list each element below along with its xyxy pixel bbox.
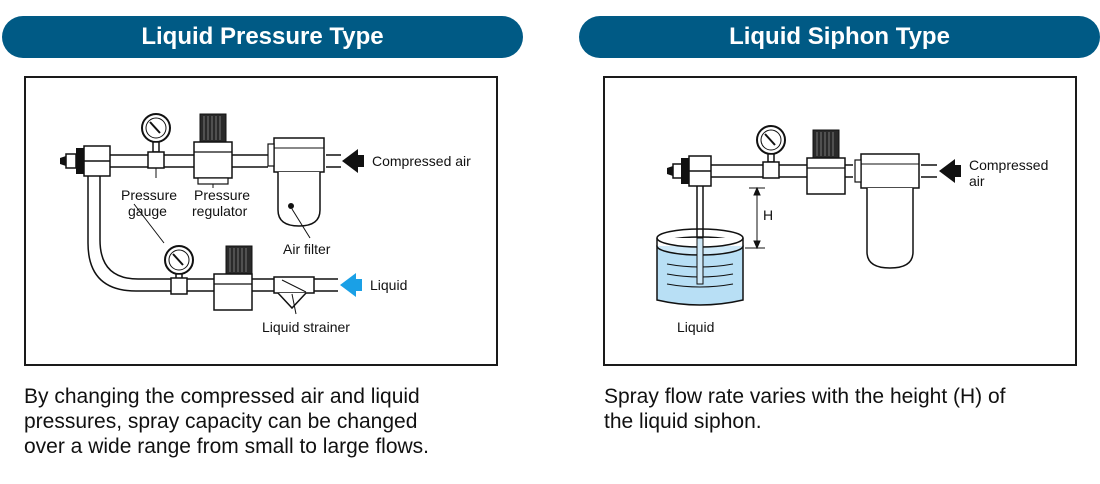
liquid-beaker xyxy=(656,228,744,306)
air-filter-right xyxy=(854,153,920,269)
liquid-pressure-caption: By changing the compressed air and liqui… xyxy=(24,384,524,459)
liquid-strainer xyxy=(273,276,315,310)
label-pressure-regulator-line1: Pressure xyxy=(194,187,250,203)
label-pressure-regulator-line2: regulator xyxy=(192,203,248,219)
label-compressed-air: Compressed air xyxy=(372,153,471,169)
label-liquid-right: Liquid xyxy=(677,319,714,335)
pressure-gauge-right xyxy=(756,125,786,179)
spray-nozzle-right xyxy=(667,155,712,187)
label-liquid-left: Liquid xyxy=(370,277,407,293)
label-compressed-line2: air xyxy=(969,173,985,189)
liquid-pressure-type-title: Liquid Pressure Type xyxy=(141,23,384,50)
compressed-air-arrow-icon-right xyxy=(939,159,961,183)
pressure-regulator-upper xyxy=(193,113,233,185)
liquid-pressure-svg: Compressed air Pressure gauge Pressure r… xyxy=(60,113,471,335)
liquid-arrow-icon xyxy=(340,273,362,297)
label-compressed-line1: Compressed xyxy=(969,157,1048,173)
air-filter-upper xyxy=(267,137,325,227)
liquid-siphon-diagram: H Compressed xyxy=(603,76,1077,366)
label-liquid-strainer: Liquid strainer xyxy=(262,319,350,335)
spray-nozzle-left xyxy=(60,145,111,177)
liquid-pressure-diagram: Compressed air Pressure gauge Pressure r… xyxy=(24,76,498,366)
pressure-regulator-lower xyxy=(213,245,253,311)
label-height: H xyxy=(763,207,773,223)
pressure-gauge-upper xyxy=(141,113,171,169)
liquid-siphon-type-header: Liquid Siphon Type xyxy=(579,16,1100,58)
liquid-siphon-svg: H Compressed xyxy=(656,125,1048,335)
compressed-air-arrow-icon xyxy=(342,149,364,173)
liquid-siphon-type-title: Liquid Siphon Type xyxy=(729,23,950,50)
label-pressure-gauge-line2: gauge xyxy=(128,203,167,219)
label-pressure-gauge-line1: Pressure xyxy=(121,187,177,203)
caption-left-line2: pressures, spray capacity can be changed xyxy=(24,410,418,433)
label-air-filter: Air filter xyxy=(283,241,331,257)
caption-right-line1: Spray flow rate varies with the height (… xyxy=(604,385,1006,408)
caption-left-line3: over a wide range from small to large fl… xyxy=(24,435,429,458)
caption-left-line1: By changing the compressed air and liqui… xyxy=(24,385,420,408)
caption-right-line2: the liquid siphon. xyxy=(604,410,762,433)
liquid-siphon-caption: Spray flow rate varies with the height (… xyxy=(604,384,1084,434)
pressure-gauge-lower xyxy=(164,245,194,295)
height-dimension xyxy=(745,186,765,250)
liquid-pressure-type-header: Liquid Pressure Type xyxy=(2,16,523,58)
pressure-regulator-right xyxy=(806,129,846,195)
